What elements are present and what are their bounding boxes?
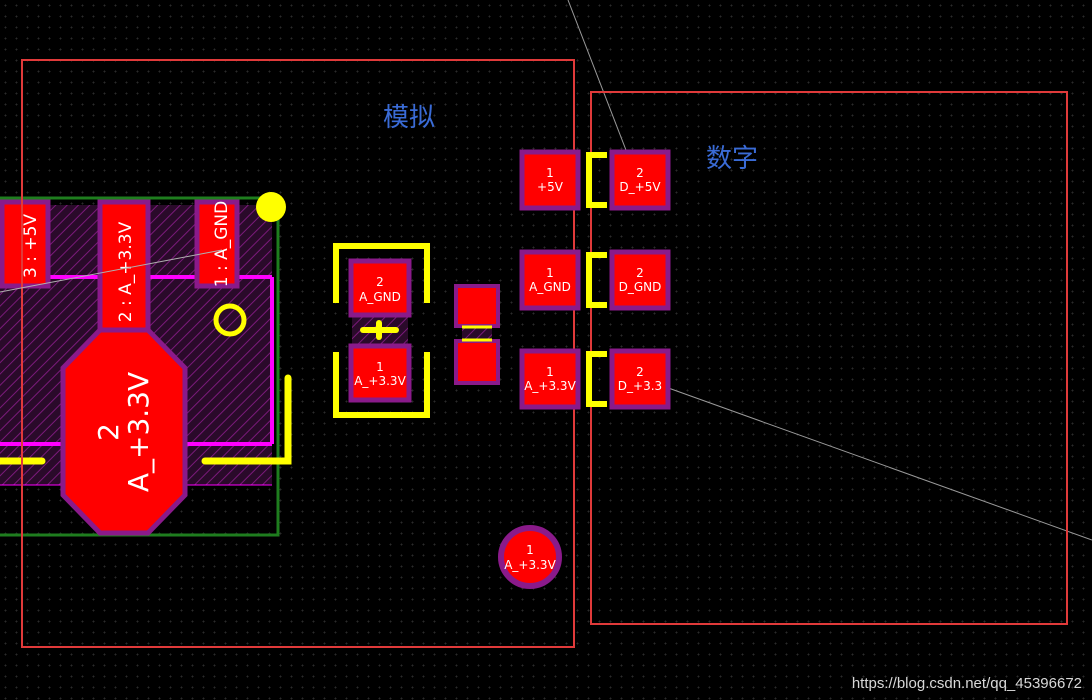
connector-pin-3[interactable]	[0, 199, 51, 289]
digital-room-label: 数字	[706, 144, 758, 174]
ratsnest-line	[0, 249, 223, 293]
cap-pad-2-net: A_GND	[359, 290, 401, 304]
resistor-component[interactable]	[454, 284, 500, 385]
ratsnest-line	[659, 384, 1092, 541]
connector-big-pad[interactable]	[60, 327, 188, 536]
connector-pin-1-label: 1 : A_GND	[212, 201, 232, 287]
net-tie-2-pad-1[interactable]	[519, 249, 581, 311]
via-component[interactable]: 1 A_+3.3V	[498, 525, 562, 589]
net-tie-3[interactable]: 1 A_+3.3V 2 D_+3.3	[519, 348, 671, 410]
resistor-pad-top[interactable]	[454, 284, 500, 328]
net-tie-2-pad-2[interactable]	[609, 249, 671, 311]
big-pad-number: 2	[92, 423, 125, 441]
cap-pad-1[interactable]	[348, 343, 412, 403]
net-tie-2-silkscreen	[586, 252, 607, 308]
cap-pad-1-number: 1	[376, 360, 384, 374]
resistor-pad-bottom[interactable]	[454, 339, 500, 385]
via-net: A_+3.3V	[504, 558, 556, 572]
silkscreen-corner	[201, 374, 292, 465]
connector-component[interactable]: 3 : +5V 2 : A_+3.3V 2 A_+3.3V 1 : A_GND	[0, 192, 292, 537]
capacitor-component[interactable]: 2 A_GND 1 A_+3.3V	[333, 243, 430, 418]
pin1-marker-ring	[213, 303, 247, 337]
analog-room-label: 模拟	[383, 103, 435, 133]
net-tie-3-silkscreen	[586, 351, 607, 407]
net-tie-3-pad-2[interactable]	[609, 348, 671, 410]
big-pad-net: A_+3.3V	[122, 372, 155, 492]
net-tie-1-pad-2-number: 2	[636, 166, 644, 180]
net-tie-2-pad-1-net: A_GND	[529, 280, 571, 294]
via-pad[interactable]	[498, 525, 562, 589]
net-tie-2-pad-2-number: 2	[636, 266, 644, 280]
net-tie-1-pad-1-net: +5V	[537, 180, 564, 194]
net-tie-2-pad-2-net: D_GND	[619, 280, 662, 294]
via-number: 1	[526, 543, 534, 557]
connector-pin-3-label: 3 : +5V	[21, 214, 41, 278]
cap-pad-2-number: 2	[376, 275, 384, 289]
cap-silkscreen-top	[333, 243, 430, 303]
net-tie-2-pad-1-number: 1	[546, 266, 554, 280]
net-tie-1-pad-2[interactable]	[609, 149, 671, 211]
net-tie-3-pad-1-number: 1	[546, 365, 554, 379]
net-tie-1-silkscreen	[586, 152, 607, 208]
watermark: https://blog.csdn.net/qq_45396672	[851, 675, 1082, 692]
ratsnest-line	[567, 0, 637, 177]
net-tie-1-pad-2-net: D_+5V	[619, 180, 661, 194]
net-tie-1[interactable]: 1 +5V 2 D_+5V	[519, 149, 671, 211]
net-tie-3-pad-1-net: A_+3.3V	[524, 379, 576, 393]
connector-pin-1[interactable]	[194, 199, 240, 289]
cap-pad-2[interactable]	[348, 258, 412, 318]
connector-pin-2-label: 2 : A_+3.3V	[116, 221, 136, 322]
net-tie-1-pad-1[interactable]	[519, 149, 581, 211]
net-tie-3-pad-1[interactable]	[519, 348, 581, 410]
cap-silkscreen-bottom	[333, 352, 430, 418]
net-tie-2[interactable]: 1 A_GND 2 D_GND	[519, 249, 671, 311]
net-tie-3-pad-2-net: D_+3.3	[618, 379, 662, 393]
connector-pin-2-stem[interactable]	[97, 199, 151, 345]
pin1-marker-dot	[256, 192, 286, 222]
net-tie-3-pad-2-number: 2	[636, 365, 644, 379]
net-tie-1-pad-1-number: 1	[546, 166, 554, 180]
cap-pad-1-net: A_+3.3V	[354, 374, 406, 388]
